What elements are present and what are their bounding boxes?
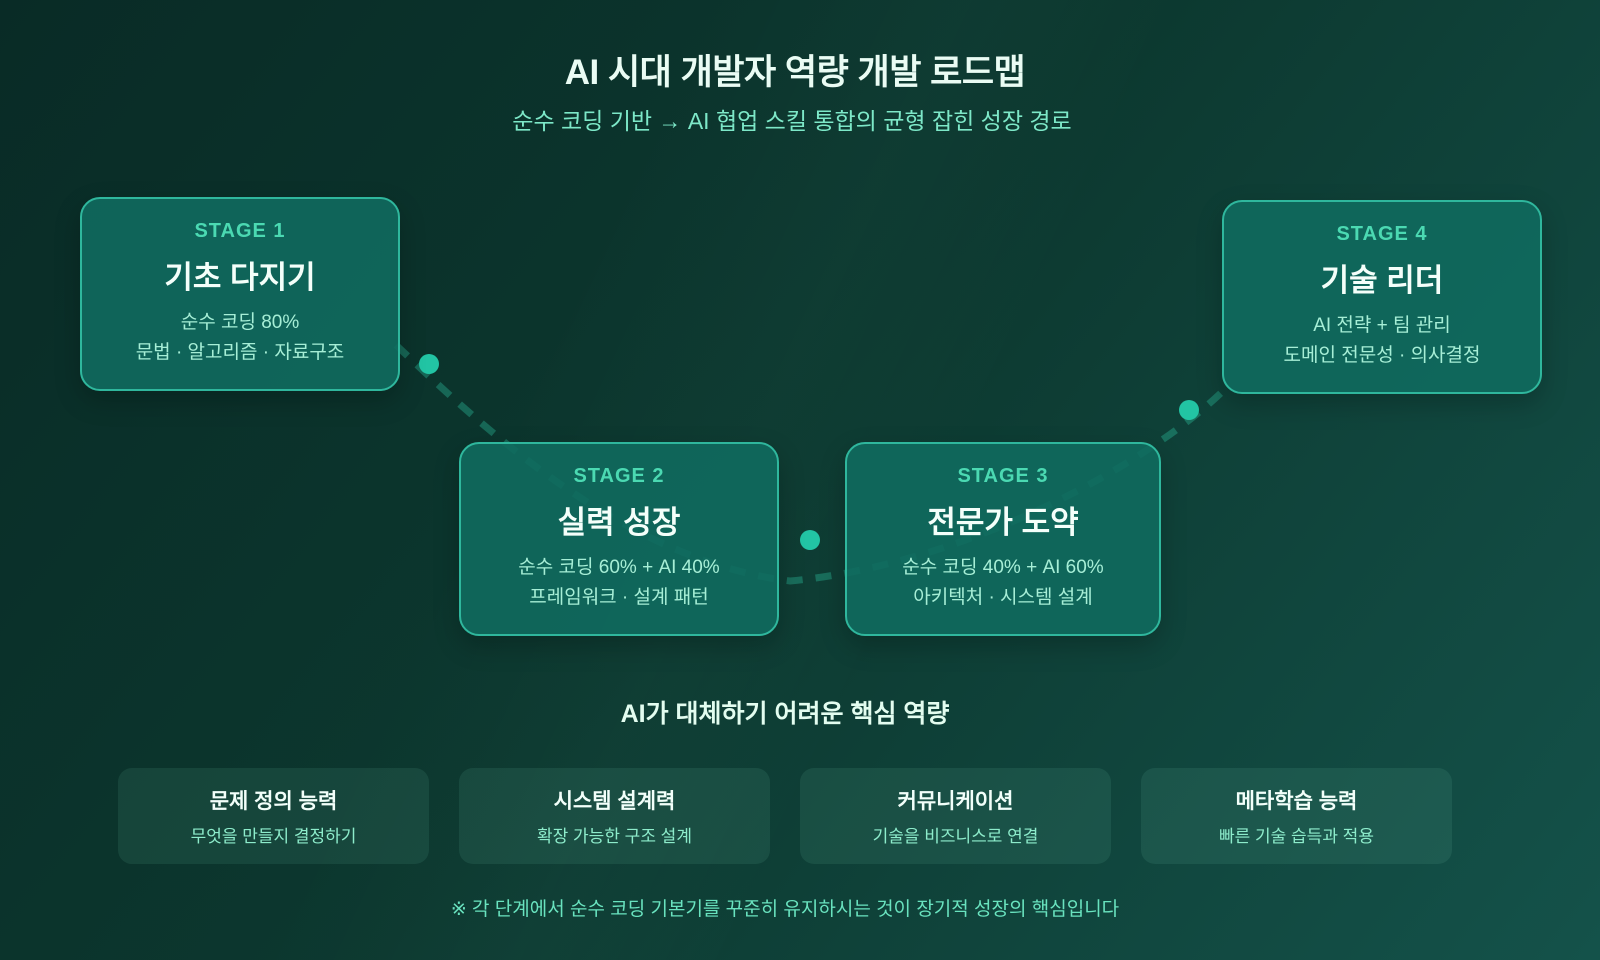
stage-2-line2: 프레임워크 · 설계 패턴 xyxy=(529,587,709,608)
stage-4-title: 기술 리더 xyxy=(1320,262,1444,298)
stage-4-line1: AI 전략 + 팀 관리 xyxy=(1313,314,1451,336)
skill-2-desc: 확장 가능한 구조 설계 xyxy=(537,827,692,846)
skill-4-title: 메타학습 능력 xyxy=(1235,790,1358,813)
skill-card-problem-definition: 문제 정의 능력 무엇을 만들지 결정하기 xyxy=(118,768,429,864)
stage-card-2: STAGE 2 실력 성장 순수 코딩 60% + AI 40% 프레임워크 ·… xyxy=(459,442,779,636)
skill-1-desc: 무엇을 만들지 결정하기 xyxy=(190,827,357,846)
skill-3-title: 커뮤니케이션 xyxy=(897,790,1014,813)
page-subtitle: 순수 코딩 기반 → AI 협업 스킬 통합의 균형 잡힌 성장 경로 xyxy=(512,108,1072,134)
skill-card-system-design: 시스템 설계력 확장 가능한 구조 설계 xyxy=(459,768,770,864)
skill-3-desc: 기술을 비즈니스로 연결 xyxy=(872,827,1039,846)
stage-4-line2: 도메인 전문성 · 의사결정 xyxy=(1283,345,1481,366)
page-title: AI 시대 개발자 역량 개발 로드맵 xyxy=(564,53,1026,92)
skill-2-title: 시스템 설계력 xyxy=(553,790,676,813)
core-skills-heading: AI가 대체하기 어려운 핵심 역량 xyxy=(620,700,950,728)
skill-1-title: 문제 정의 능력 xyxy=(209,790,338,813)
stage-card-1: STAGE 1 기초 다지기 순수 코딩 80% 문법 · 알고리즘 · 자료구… xyxy=(80,197,400,391)
stage-3-line2: 아키텍처 · 시스템 설계 xyxy=(913,587,1093,608)
stage-1-title: 기초 다지기 xyxy=(164,259,316,295)
roadmap-dot-1 xyxy=(419,354,439,374)
skill-card-communication: 커뮤니케이션 기술을 비즈니스로 연결 xyxy=(800,768,1111,864)
stage-card-3: STAGE 3 전문가 도약 순수 코딩 40% + AI 60% 아키텍처 ·… xyxy=(845,442,1161,636)
stage-2-title: 실력 성장 xyxy=(557,504,681,540)
stage-2-line1: 순수 코딩 60% + AI 40% xyxy=(518,556,720,578)
stage-3-line1: 순수 코딩 40% + AI 60% xyxy=(902,556,1104,578)
roadmap-dot-2 xyxy=(800,530,820,550)
skill-4-desc: 빠른 기술 습득과 적용 xyxy=(1219,827,1374,846)
skill-card-meta-learning: 메타학습 능력 빠른 기술 습득과 적용 xyxy=(1141,768,1452,864)
stage-2-label: STAGE 2 xyxy=(573,464,665,487)
stage-4-label: STAGE 4 xyxy=(1336,222,1428,245)
stage-3-title: 전문가 도약 xyxy=(927,504,1079,540)
stage-1-label: STAGE 1 xyxy=(194,219,286,242)
footer-note: ※ 각 단계에서 순수 코딩 기본기를 꾸준히 유지하시는 것이 장기적 성장의… xyxy=(450,899,1120,920)
stage-3-label: STAGE 3 xyxy=(957,464,1049,487)
roadmap-dot-3 xyxy=(1179,400,1199,420)
stage-1-line2: 문법 · 알고리즘 · 자료구조 xyxy=(135,342,345,363)
stage-card-4: STAGE 4 기술 리더 AI 전략 + 팀 관리 도메인 전문성 · 의사결… xyxy=(1222,200,1542,394)
stage-1-line1: 순수 코딩 80% xyxy=(180,311,300,333)
